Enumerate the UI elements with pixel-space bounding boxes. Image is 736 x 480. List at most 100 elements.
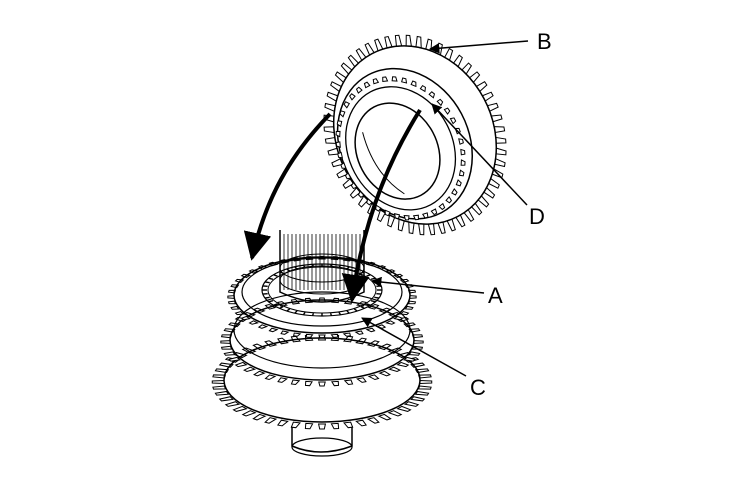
- gear-tooth: [391, 76, 398, 82]
- gear-tooth: [403, 401, 420, 407]
- gear-tooth: [252, 413, 267, 421]
- gear-tooth: [455, 179, 462, 187]
- gear-tooth: [363, 81, 371, 89]
- gear-tooth: [382, 76, 389, 83]
- hub-spline: [338, 311, 342, 316]
- gear-tooth: [318, 381, 326, 387]
- gear-tooth: [377, 413, 392, 421]
- gear-tooth: [277, 419, 289, 427]
- gear-tooth: [385, 320, 396, 325]
- callout-c: C: [361, 317, 486, 400]
- gear-tooth: [401, 77, 408, 84]
- gear-tooth: [375, 204, 382, 212]
- gear-tooth: [460, 159, 466, 166]
- gear-tooth: [449, 117, 457, 125]
- upper-gear: [323, 34, 507, 236]
- gear-tooth: [404, 305, 414, 310]
- gear-tooth: [393, 315, 404, 321]
- gear-tooth: [403, 215, 410, 221]
- hub-spline: [311, 312, 315, 316]
- gear-tooth: [367, 374, 380, 381]
- gear-tooth: [375, 324, 387, 329]
- gear-tooth: [350, 181, 358, 190]
- upper-gear-body: [332, 45, 498, 225]
- hub-spline: [273, 303, 278, 306]
- gear-tooth: [223, 351, 236, 356]
- sleeve-outer: [233, 256, 411, 334]
- hub-spline: [370, 277, 376, 281]
- gear-tooth: [304, 422, 314, 430]
- gear-tooth: [357, 190, 365, 198]
- gear-tooth: [224, 401, 241, 407]
- gear-tooth: [378, 370, 391, 377]
- gear-tooth: [396, 405, 412, 412]
- hub-spline: [264, 281, 270, 284]
- gear-tooth: [347, 54, 360, 68]
- gear-tooth: [475, 80, 488, 93]
- gear-tooth: [234, 311, 245, 316]
- gear-tooth: [277, 377, 288, 383]
- gear-tooth: [356, 377, 367, 383]
- gear-tooth: [211, 380, 225, 384]
- gear-tooth: [355, 419, 367, 427]
- gear-tooth: [212, 385, 227, 390]
- gear-tooth: [340, 162, 347, 169]
- gear-tooth: [419, 380, 433, 384]
- gear-tooth: [335, 130, 341, 138]
- hub-spline: [366, 274, 371, 277]
- hub-spline: [366, 303, 371, 306]
- middle-gear-teeth: [220, 297, 424, 387]
- gear-tooth: [220, 345, 233, 350]
- gear-tooth: [290, 379, 301, 385]
- hub-spline: [268, 299, 274, 303]
- hub-spline: [273, 274, 278, 277]
- gear-tooth: [230, 305, 240, 310]
- callout-a: A: [370, 276, 503, 308]
- hub-spline: [329, 312, 333, 316]
- hub-spline: [268, 277, 274, 281]
- gear-tooth: [438, 202, 446, 211]
- gear-tooth: [305, 333, 314, 338]
- gear-tooth: [334, 71, 347, 84]
- assembly-arrows: [243, 108, 422, 303]
- gear-tooth: [241, 410, 257, 417]
- gear-tooth: [227, 300, 237, 305]
- gear-tooth: [340, 62, 353, 75]
- gear-tooth: [445, 196, 453, 204]
- gear-tooth: [355, 86, 363, 94]
- gear-tooth: [419, 84, 426, 93]
- gear-tooth: [436, 98, 444, 107]
- hub-spline: [279, 305, 284, 310]
- gear-tooth: [304, 380, 313, 387]
- gear-tooth: [318, 334, 326, 339]
- gear-tooth: [388, 366, 401, 373]
- gear-tooth: [422, 212, 429, 219]
- hub-spline: [294, 310, 298, 314]
- hub-spline: [353, 308, 358, 312]
- gear-tooth: [366, 417, 380, 424]
- gear-tooth: [339, 110, 346, 118]
- bottom-hub: [291, 426, 353, 453]
- gear-tooth: [460, 148, 466, 156]
- gear-tooth: [292, 332, 302, 337]
- gear-tooth: [330, 333, 339, 338]
- gear-tooth: [458, 169, 465, 177]
- gear-tooth: [220, 340, 231, 344]
- gear-tooth: [470, 202, 483, 216]
- gear-tooth: [452, 54, 463, 68]
- gear-tooth: [253, 370, 266, 377]
- gear-tooth: [335, 141, 341, 148]
- gear-tooth: [428, 91, 436, 99]
- gear-tooth: [403, 356, 416, 362]
- callout-b: B: [428, 29, 552, 54]
- gear-tooth: [414, 390, 430, 396]
- gear-tooth: [331, 380, 340, 387]
- gear-tooth: [477, 195, 490, 208]
- hub-spline: [264, 296, 270, 299]
- gear-tooth: [257, 324, 269, 329]
- hub-spline: [370, 299, 376, 303]
- gear-tooth: [377, 343, 392, 351]
- callout-d: D: [431, 103, 545, 229]
- gear-tooth: [234, 361, 248, 368]
